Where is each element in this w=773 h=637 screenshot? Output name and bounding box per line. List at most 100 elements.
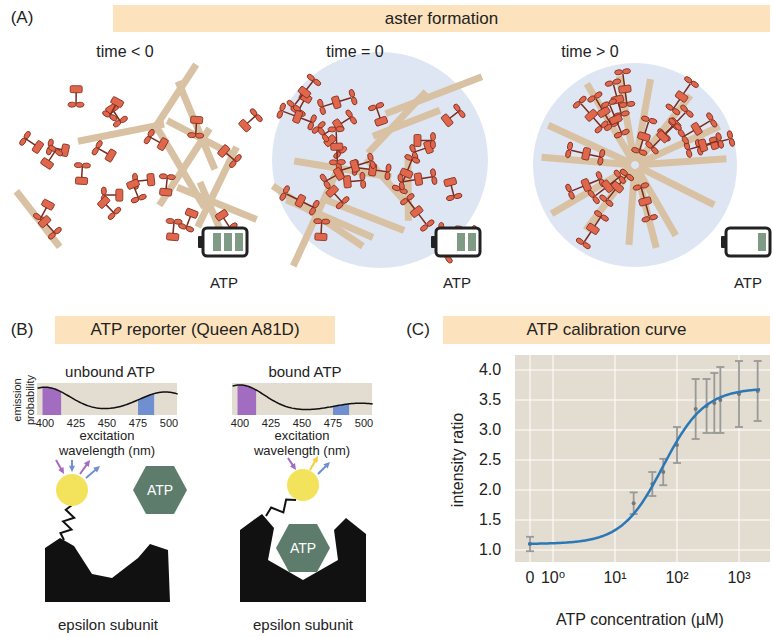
panel-header: ATP reporter (Queen A81D) (55, 316, 335, 344)
time-label: time > 0 (561, 43, 618, 61)
motor (409, 139, 434, 161)
gridline (677, 355, 678, 562)
motor (677, 112, 718, 145)
fluorophore (287, 469, 319, 501)
data-point (716, 367, 724, 433)
motor (587, 169, 627, 205)
plot-area (37, 383, 177, 415)
atp-molecule: ATP (275, 523, 331, 573)
tick-label: 450 (293, 417, 311, 430)
aster-panel (16, 52, 737, 268)
filament (636, 169, 656, 248)
panel-letter: (C) (406, 320, 430, 340)
battery-label: ATP (443, 274, 471, 291)
axis-title: excitation wavelength (nm) (243, 429, 361, 459)
tick-label: 10⁰ (541, 569, 565, 587)
axis-title: excitation wavelength (nm) (48, 429, 166, 459)
motor (399, 192, 435, 232)
motor (601, 98, 630, 139)
tick-label: 10³ (727, 569, 750, 587)
motor (216, 143, 243, 169)
motor (18, 130, 45, 155)
fit-curve (528, 389, 760, 544)
molecule-label: ATP (147, 482, 173, 498)
plot-area (232, 383, 372, 415)
motor (276, 102, 317, 130)
motor (605, 78, 630, 119)
tick-label: 475 (129, 417, 147, 430)
battery-label: ATP (734, 274, 762, 291)
motor (96, 194, 122, 221)
tick-label: 450 (98, 417, 116, 430)
light-arrow (288, 458, 296, 470)
motor (572, 95, 609, 134)
motor (317, 89, 358, 116)
panel-letter: (B) (11, 320, 34, 340)
motor (157, 173, 175, 196)
state-label: bound ATP (268, 363, 341, 380)
motor (237, 108, 264, 134)
light-arrow (86, 466, 100, 478)
light-arrow (69, 460, 75, 472)
time-label: time = 0 (326, 43, 383, 61)
tick-label: 400 (36, 417, 54, 430)
tick-label: 2.5 (479, 451, 501, 469)
data-point (735, 361, 743, 427)
tick-label: 10² (665, 569, 688, 587)
epsilon-subunit (240, 514, 366, 602)
filament (637, 168, 676, 235)
tick-label: 1.5 (479, 511, 501, 529)
light-arrow (80, 460, 90, 474)
tick-label: 1.0 (479, 541, 501, 559)
tick-label: 3.5 (479, 391, 501, 409)
filament (16, 191, 59, 247)
filament (373, 110, 440, 136)
hexagon (276, 524, 330, 572)
motor (36, 214, 62, 241)
motor (124, 178, 147, 204)
tick-label: 4.0 (479, 361, 501, 379)
motor (313, 218, 330, 240)
panel-header: ATP calibration curve (443, 316, 770, 344)
tick-label: 500 (355, 417, 373, 430)
atp-molecule: ATP (132, 465, 188, 515)
light-arrow (56, 460, 64, 474)
panel-letter: (A) (11, 8, 34, 28)
hexagon (133, 466, 187, 514)
reporter-panel (37, 383, 373, 602)
motor (439, 103, 466, 129)
motor (319, 165, 346, 189)
excitation-band (43, 387, 62, 415)
tick-label: 425 (262, 417, 280, 430)
tick-label: 500 (160, 417, 178, 430)
motor (397, 168, 437, 190)
motor (414, 132, 436, 148)
motor (695, 130, 736, 156)
battery-icon (721, 228, 770, 256)
light-arrow (310, 456, 318, 470)
linker (266, 500, 296, 516)
motor (575, 209, 609, 250)
filament (386, 77, 482, 114)
motor (38, 144, 63, 171)
motor (143, 128, 170, 152)
tick-label: 10¹ (603, 569, 626, 587)
state-label: unbound ATP (65, 363, 155, 380)
battery-label: ATP (210, 274, 238, 291)
motor (683, 132, 724, 158)
header-text: ATP calibration curve (527, 320, 687, 340)
motor (279, 185, 320, 216)
motor (645, 117, 683, 155)
header-text: aster formation (385, 9, 498, 29)
gridline (553, 355, 554, 562)
motor (68, 86, 84, 108)
filament (552, 167, 632, 214)
axis-title: ATP concentration (µM) (556, 611, 724, 629)
motor (46, 139, 70, 159)
motor (665, 76, 700, 116)
fluorophore (56, 474, 88, 506)
motor (91, 140, 118, 165)
tick-label: 475 (324, 417, 342, 430)
motor (599, 168, 635, 208)
calibration-chart (515, 355, 770, 562)
